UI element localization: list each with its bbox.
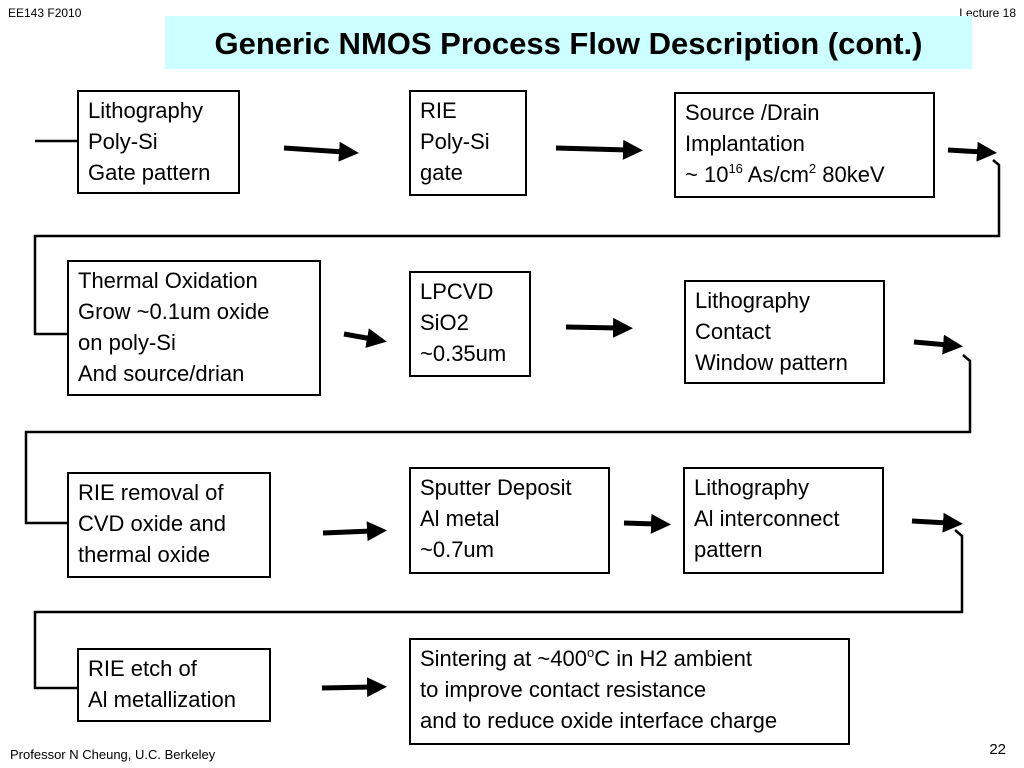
wrap-line-2-3: [24, 354, 972, 525]
arrow-r3-1: [322, 521, 387, 542]
wrap-line-3-4: [33, 529, 964, 690]
arrow-r4-1: [321, 677, 387, 698]
step-rie-al-etch: RIE etch of Al metallization: [77, 648, 271, 722]
arrow-r2-1: [343, 328, 387, 348]
step-text: ~0.35um: [420, 341, 507, 366]
step-text: thermal oxide: [78, 542, 211, 567]
flow-arrows: [283, 139, 997, 698]
course-label: EE143 F2010: [8, 6, 82, 20]
step-text: LPCVD: [420, 279, 494, 304]
arrow-r1-2: [555, 139, 643, 160]
step-text: Lithography: [695, 288, 810, 313]
step-text: ~0.7um: [420, 537, 494, 562]
step-text: pattern: [694, 537, 763, 562]
step-text: Implantation: [685, 131, 805, 156]
step-text: And source/drian: [78, 361, 245, 386]
sinter-condition: Sintering at ~400oC in H2 ambient: [420, 645, 752, 671]
title-band: Generic NMOS Process Flow Description (c…: [165, 16, 972, 69]
row-wrap-lines: [24, 139, 1001, 690]
step-text: Poly-Si: [420, 129, 490, 154]
implant-dose: ~ 1016 As/cm2 80keV: [685, 161, 885, 187]
step-text: and to reduce oxide interface charge: [420, 708, 778, 733]
step-text: Grow ~0.1um oxide: [78, 299, 270, 324]
step-text: RIE: [420, 98, 457, 123]
step-text: CVD oxide and: [78, 511, 226, 536]
arrow-r2-2: [565, 317, 633, 338]
step-text: Thermal Oxidation: [78, 268, 258, 293]
step-source-drain-implant: Source /Drain Implantation ~ 1016 As/cm2…: [674, 92, 935, 198]
slide-title: Generic NMOS Process Flow Description (c…: [214, 26, 923, 61]
step-rie-oxide-removal: RIE removal of CVD oxide and thermal oxi…: [67, 472, 271, 578]
step-lithography-gate: Lithography Poly-Si Gate pattern: [77, 90, 240, 194]
arrow-r3-3: [911, 512, 963, 533]
step-sputter-al: Sputter Deposit Al metal ~0.7um: [409, 467, 610, 574]
step-text: Al metal: [420, 506, 500, 531]
step-text: to improve contact resistance: [420, 677, 707, 702]
arrow-r2-3: [913, 334, 963, 355]
step-text: Poly-Si: [88, 129, 158, 154]
step-text: Gate pattern: [88, 160, 211, 185]
step-text: RIE removal of: [78, 480, 224, 505]
lecture-label: Lecture 18: [959, 6, 1016, 20]
step-text: Contact: [695, 319, 771, 344]
step-text: Lithography: [694, 475, 809, 500]
arrow-r1-3: [947, 141, 997, 162]
page-number: 22: [989, 741, 1006, 758]
step-text: Al metallization: [88, 687, 236, 712]
step-sintering: Sintering at ~400oC in H2 ambient to imp…: [409, 638, 850, 745]
step-text: Source /Drain: [685, 100, 820, 125]
arrow-r1-1: [283, 141, 359, 162]
step-rie-poly-gate: RIE Poly-Si gate: [409, 90, 527, 196]
wrap-line-1-2: [33, 159, 1001, 336]
step-lpcvd-sio2: LPCVD SiO2 ~0.35um: [409, 271, 531, 377]
step-text: Window pattern: [695, 350, 848, 375]
step-lithography-contact: Lithography Contact Window pattern: [684, 280, 885, 384]
step-text: SiO2: [420, 310, 469, 335]
step-text: Al interconnect: [694, 506, 840, 531]
arrow-r3-2: [623, 513, 671, 534]
step-lithography-al-interconnect: Lithography Al interconnect pattern: [683, 467, 884, 574]
step-text: gate: [420, 160, 463, 185]
step-text: on poly-Si: [78, 330, 176, 355]
step-text: RIE etch of: [88, 656, 197, 681]
step-text: Lithography: [88, 98, 203, 123]
step-thermal-oxidation: Thermal Oxidation Grow ~0.1um oxide on p…: [67, 260, 321, 396]
footer-author: Professor N Cheung, U.C. Berkeley: [10, 747, 216, 762]
step-text: Sputter Deposit: [420, 475, 572, 500]
